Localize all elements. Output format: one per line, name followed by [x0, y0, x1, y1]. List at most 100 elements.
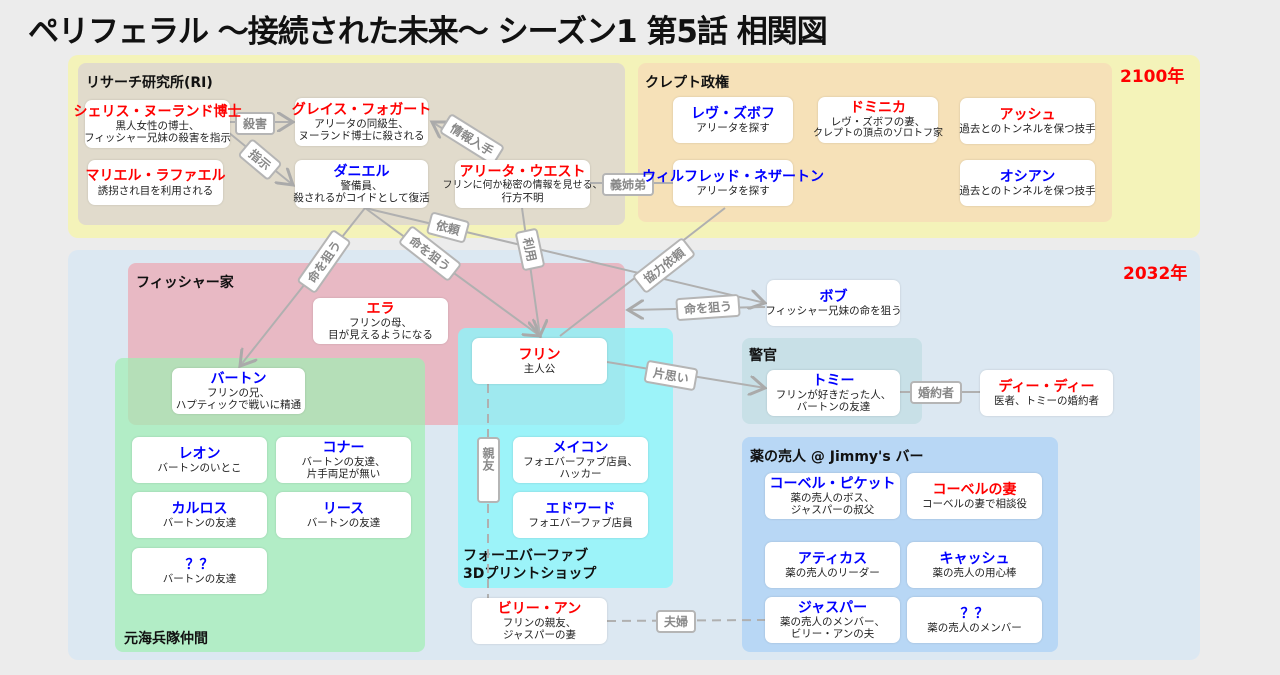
node-daniel[interactable]: ダニエル警備員、殺されるがコイドとして復活	[293, 160, 430, 208]
node-name: リース	[322, 500, 365, 517]
node-desc: 警備員、	[340, 179, 383, 192]
node-reece[interactable]: リースバートンの友達	[276, 492, 411, 538]
node-name: シェリス・ヌーランド博士	[73, 103, 242, 120]
node-name: フリン	[518, 346, 561, 363]
node-name: エドワード	[545, 500, 616, 517]
node-name: トミー	[812, 372, 855, 389]
node-dominika[interactable]: ドミニカレヴ・ズボフの妻、クレプトの頂点のゾロトフ家	[813, 97, 943, 143]
node-name: ビリー・アン	[497, 600, 582, 617]
node-lev[interactable]: レヴ・ズボフアリータを探す	[673, 97, 793, 143]
node-name: メイコン	[552, 439, 609, 456]
node-name: レヴ・ズボフ	[691, 105, 775, 122]
node-deedee[interactable]: ディー・ディー医者、トミーの婚約者	[980, 370, 1113, 416]
node-unknown-marine[interactable]: ？？バートンの友達	[132, 548, 267, 594]
node-atticus[interactable]: アティカス薬の売人のリーダー	[765, 542, 900, 588]
node-name: カルロス	[171, 500, 228, 517]
node-jasper[interactable]: ジャスパー薬の売人のメンバー、ビリー・アンの夫	[765, 597, 900, 643]
node-name: コナー	[322, 439, 365, 456]
node-cash[interactable]: キャッシュ薬の売人の用心棒	[907, 542, 1042, 588]
node-corbell[interactable]: コーベル・ピケット薬の売人のボス、ジャスパーの叔父	[765, 473, 900, 519]
node-desc: 薬の売人のリーダー	[785, 567, 880, 580]
node-desc: 片手両足が無い	[306, 468, 381, 481]
group-police-label: 警官	[749, 348, 777, 364]
node-name: コーベルの妻	[932, 481, 1017, 498]
node-desc: フィッシャー兄妹の殺害を指示	[84, 132, 231, 145]
node-corbell-wife[interactable]: コーベルの妻コーベルの妻で相談役	[907, 473, 1042, 519]
era-2100-label: 2100年	[1120, 67, 1185, 87]
node-desc: アリータを探す	[696, 185, 770, 198]
node-desc: バートンの友達、	[301, 455, 386, 468]
node-name: ウィルフレッド・ネザートン	[642, 168, 824, 185]
node-desc: フリンの母、	[349, 316, 412, 329]
node-unknown-dealer[interactable]: ？？薬の売人のメンバー	[907, 597, 1042, 643]
edge-label-bestfriend: 親友	[477, 437, 500, 503]
node-conner[interactable]: コナーバートンの友達、片手両足が無い	[276, 437, 411, 483]
group-fisher-label: フィッシャー家	[136, 275, 234, 291]
node-cherise[interactable]: シェリス・ヌーランド博士黒人女性の博士、フィッシャー兄妹の殺害を指示	[74, 100, 242, 148]
node-muriel[interactable]: マリエル・ラファエル誘拐され目を利用される	[85, 160, 226, 205]
node-desc: クレプトの頂点のゾロトフ家	[813, 128, 943, 140]
node-name: オシアン	[999, 168, 1056, 185]
node-desc: アリータの同級生、	[314, 117, 409, 130]
node-desc: 誘拐され目を利用される	[97, 184, 214, 197]
node-tommy[interactable]: トミーフリンが好きだった人、バートンの友達	[767, 370, 900, 416]
node-desc: ジャスパーの叔父	[790, 504, 875, 517]
node-name: ドミニカ	[850, 100, 906, 117]
node-desc: 主人公	[523, 363, 556, 376]
node-desc: アリータを探す	[696, 122, 770, 135]
group-drug-label: 薬の売人 @ Jimmy's バー	[750, 449, 924, 465]
node-desc: フォエバーファブ店員	[528, 517, 633, 530]
node-macon[interactable]: メイコンフォエバーファブ店員、ハッカー	[513, 437, 648, 483]
node-name: レオン	[178, 445, 221, 462]
node-desc: 過去とのトンネルを保つ技手	[959, 123, 1096, 136]
group-shop-label-1: フォーエバーファブ	[463, 548, 589, 564]
node-ella[interactable]: エラフリンの母、目が見えるようになる	[313, 298, 448, 344]
node-desc: 目が見えるようになる	[328, 329, 433, 342]
node-name: エラ	[366, 300, 395, 317]
node-burton[interactable]: バートンフリンの兄、ハプティックで戦いに精通	[172, 368, 305, 414]
node-name: ディー・ディー	[998, 378, 1095, 395]
node-desc: バートンの友達	[162, 517, 237, 530]
node-desc: バートンのいとこ	[157, 462, 242, 475]
group-shop-label-2: 3Dプリントショップ	[463, 566, 597, 582]
node-desc: フリンが好きだった人、	[775, 388, 892, 401]
node-name: ボブ	[819, 288, 848, 305]
node-name: アリータ・ウエスト	[459, 164, 586, 181]
node-flynne[interactable]: フリン主人公	[472, 338, 607, 384]
node-desc: フリンの親友、	[502, 616, 577, 629]
node-desc: フィッシャー兄妹の命を狙う	[765, 305, 902, 318]
node-desc: 薬の売人のメンバー	[927, 622, 1022, 635]
node-name: ダニエル	[333, 163, 390, 180]
group-klept-label: クレプト政権	[645, 75, 729, 91]
edge-label-married: 夫婦	[656, 610, 697, 633]
node-name: マリエル・ラファエル	[85, 168, 226, 185]
node-desc: コーベルの妻で相談役	[922, 498, 1027, 511]
edge-label-target3: 命を狙う	[675, 293, 741, 322]
edge-label-siblings: 義姉弟	[602, 173, 655, 196]
node-name: グレイス・フォガート	[291, 101, 432, 118]
node-wilf[interactable]: ウィルフレッド・ネザートンアリータを探す	[642, 160, 824, 206]
node-desc: ジャスパーの妻	[503, 629, 576, 642]
node-desc: バートンの友達	[306, 517, 381, 530]
group-marines-label: 元海兵隊仲間	[124, 631, 208, 647]
node-desc: 行方不明	[501, 191, 544, 204]
node-carlos[interactable]: カルロスバートンの友達	[132, 492, 267, 538]
node-grace[interactable]: グレイス・フォガートアリータの同級生、ヌーランド博士に殺される	[292, 98, 431, 146]
node-desc: ハッカー	[559, 468, 602, 481]
node-bob[interactable]: ボブフィッシャー兄妹の命を狙う	[765, 280, 902, 326]
node-name: キャッシュ	[939, 550, 1010, 567]
node-desc: 医者、トミーの婚約者	[994, 395, 1099, 408]
edge-label-fiance: 婚約者	[910, 381, 963, 404]
node-name: ？？	[185, 556, 214, 573]
node-aelita[interactable]: アリータ・ウエストフリンに何か秘密の情報を見せる、行方不明	[443, 160, 603, 208]
node-desc: 薬の売人の用心棒	[932, 567, 1017, 580]
node-edward[interactable]: エドワードフォエバーファブ店員	[513, 492, 648, 538]
node-desc: バートンの友達	[162, 573, 237, 586]
node-billyann[interactable]: ビリー・アンフリンの親友、ジャスパーの妻	[472, 598, 607, 644]
node-ash[interactable]: アッシュ過去とのトンネルを保つ技手	[959, 98, 1096, 144]
node-desc: ヌーランド博士に殺される	[298, 130, 425, 143]
node-desc: 薬の売人のボス、	[790, 491, 875, 504]
node-name: ジャスパー	[797, 599, 868, 616]
node-leon[interactable]: レオンバートンのいとこ	[132, 437, 267, 483]
node-ossian[interactable]: オシアン過去とのトンネルを保つ技手	[959, 160, 1096, 206]
